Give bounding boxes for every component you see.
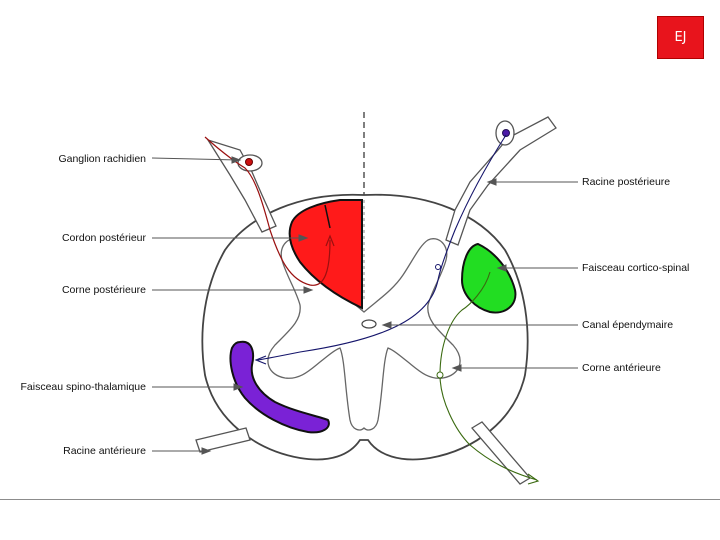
- arrow-cordon: [298, 234, 309, 242]
- spinal-cord-diagram: Ganglion rachidien Cordon postérieur Cor…: [0, 87, 720, 500]
- right-ganglion-dot: [502, 129, 510, 137]
- leader-ganglion: [151, 157, 239, 161]
- green-fiber-arrow: [527, 473, 540, 485]
- arrow-racine-post: [486, 178, 497, 186]
- left-ventral-root: [195, 427, 251, 453]
- left-dorsal-root: [206, 138, 277, 233]
- spino-thalamique-region: [229, 340, 330, 434]
- blue-fiber-node: [435, 264, 441, 270]
- blue-fiber-arrow: [254, 355, 267, 365]
- cordon-posterieur-inner-line: [324, 204, 331, 229]
- arrow-spino: [233, 383, 244, 391]
- author-badge: EJ: [657, 16, 704, 59]
- arrow-canal: [381, 321, 392, 329]
- label-racine-posterieure: Racine postérieure: [582, 176, 671, 188]
- label-canal-ependymaire: Canal épendymaire: [582, 319, 674, 331]
- red-fiber-arrow: [325, 234, 335, 247]
- red-fiber: [204, 136, 331, 286]
- cortico-spinal-region: [460, 242, 517, 314]
- badge-text: EJ: [674, 30, 687, 45]
- label-ganglion-rachidien: Ganglion rachidien: [58, 153, 146, 165]
- green-fiber-node: [436, 371, 444, 379]
- canal-ependymaire: [361, 319, 377, 329]
- label-cordon-posterieur: Cordon postérieur: [61, 232, 146, 244]
- arrow-corne-ant: [451, 364, 462, 372]
- cordon-posterieur-region: [288, 199, 363, 310]
- left-ganglion-dot: [245, 158, 253, 166]
- grey-matter: [267, 238, 461, 431]
- arrow-cortico: [496, 264, 507, 272]
- label-corne-anterieure: Corne antérieure: [582, 362, 661, 374]
- right-dorsal-root: [445, 116, 557, 246]
- arrow-ganglion: [231, 156, 242, 164]
- arrow-racine-ant: [201, 447, 212, 455]
- blue-fiber: [257, 134, 507, 361]
- label-corne-posterieure: Corne postérieure: [61, 284, 146, 296]
- label-racine-anterieure: Racine antérieure: [63, 445, 146, 457]
- cross-section-svg: [151, 112, 578, 485]
- arrow-corne-post: [303, 286, 314, 294]
- label-faisceau-spino-thalamique: Faisceau spino-thalamique: [20, 381, 147, 393]
- label-faisceau-cortico-spinal: Faisceau cortico-spinal: [582, 262, 690, 274]
